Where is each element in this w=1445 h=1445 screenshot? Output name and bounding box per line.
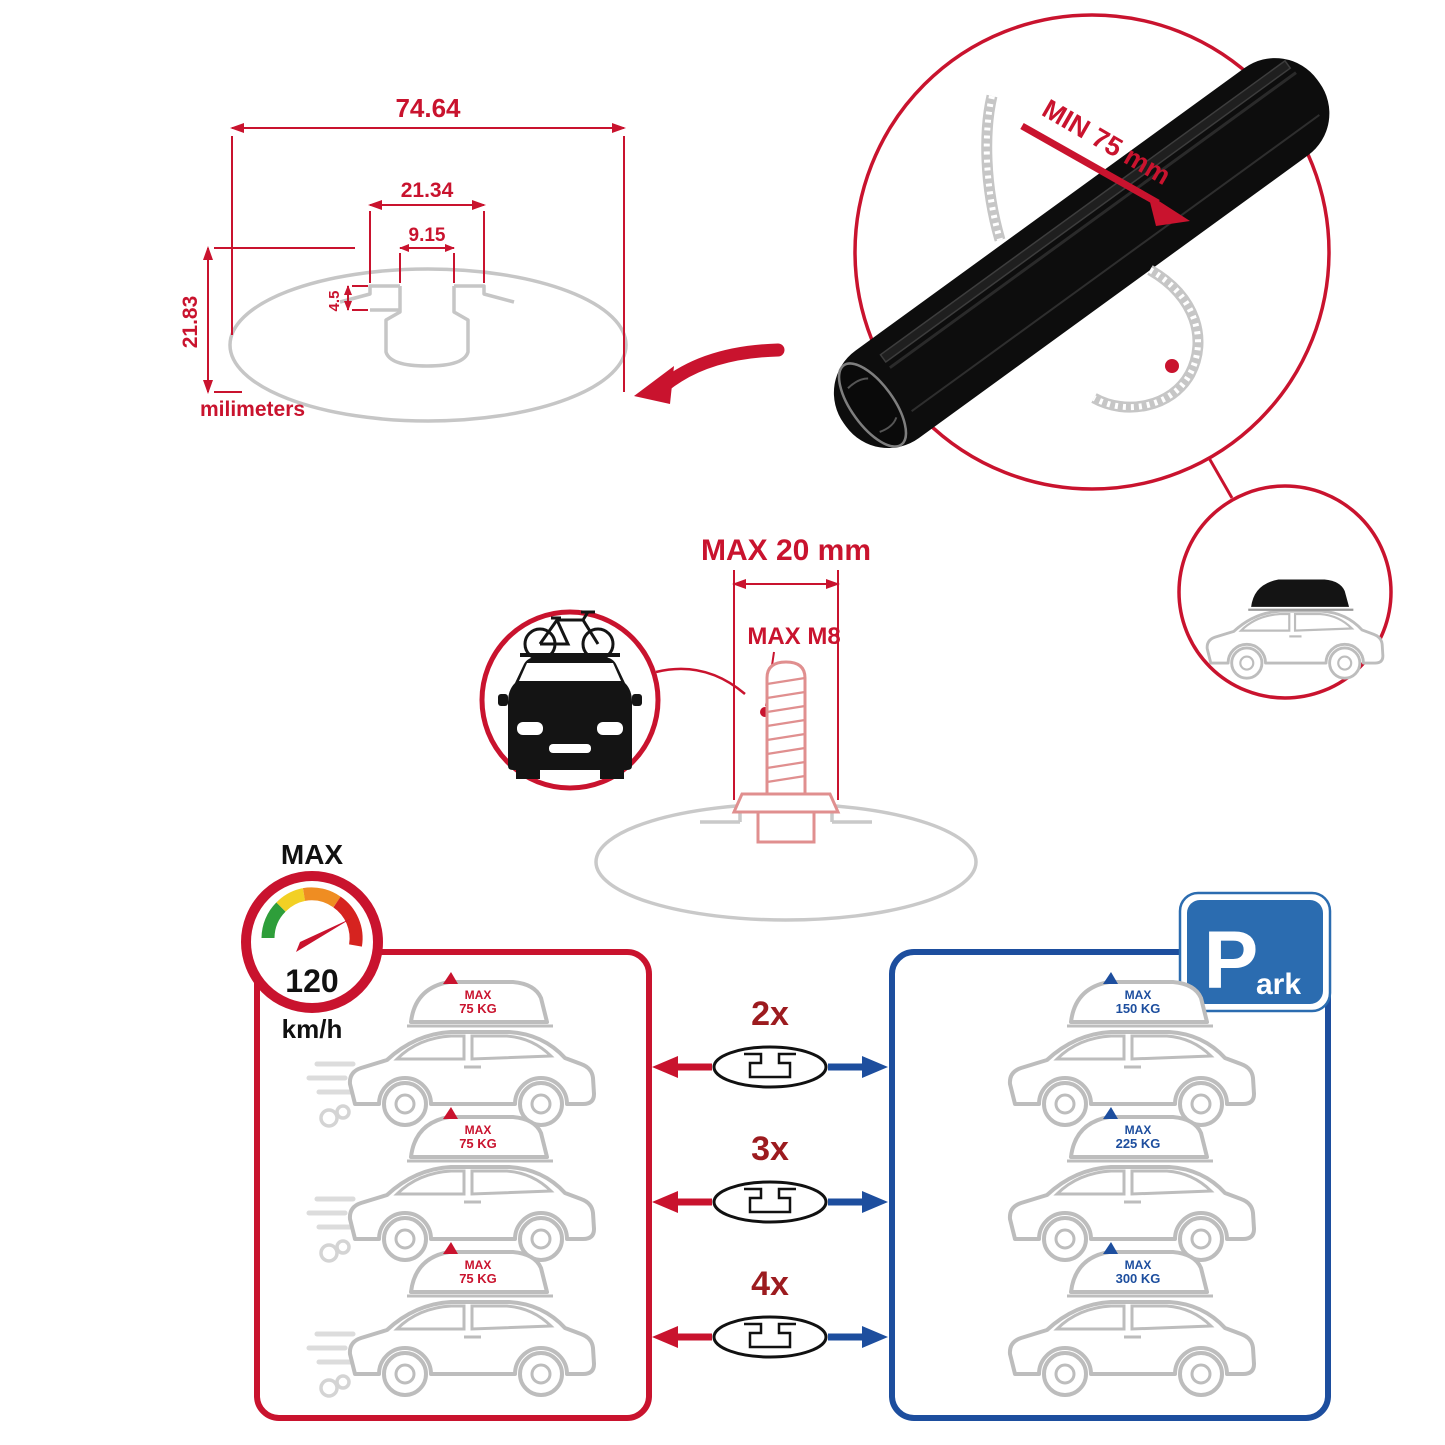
- bar-section-icon: [712, 1315, 828, 1359]
- t-bolt-icon: [731, 660, 841, 844]
- parking-sign: P ark: [1178, 891, 1332, 1013]
- bike-car-circle: [479, 609, 746, 791]
- min-span-arrow: [1020, 122, 1190, 226]
- speed-limit-gauge: MAX 120 km/h: [241, 839, 383, 1044]
- suv-with-roof-box-icon: [1205, 579, 1385, 680]
- dim-channel-outer: 21.34: [401, 179, 454, 202]
- moving-bag-kg: 75 KG: [459, 1001, 497, 1016]
- moving-bag-max: MAX: [465, 1258, 492, 1272]
- dim-width-total: 74.64: [395, 93, 461, 123]
- suv-roofbox-circle: [1177, 484, 1393, 700]
- dim-channel-inner: 9.15: [409, 225, 446, 246]
- row-multiplier: 4x: [751, 1265, 789, 1303]
- moving-bag-kg: 75 KG: [459, 1271, 497, 1286]
- parked-bag-kg: 300 KG: [1116, 1271, 1161, 1286]
- moving-bag-max: MAX: [465, 1123, 492, 1137]
- bar-section-icon: [712, 1180, 828, 1224]
- parking-letter: P: [1204, 915, 1259, 1006]
- speed-max-label: MAX: [281, 839, 344, 870]
- clamp-rod-left: [981, 94, 1006, 242]
- circle-callout-line: [655, 667, 746, 695]
- t-slot-profile: [339, 284, 515, 368]
- bolt-max-length-label: MAX 20 mm: [701, 534, 871, 567]
- units-label: milimeters: [200, 398, 305, 421]
- right-arrow-icon: [862, 1191, 888, 1213]
- left-arrow-icon: [652, 1326, 678, 1348]
- crossbar-3d: [833, 58, 1330, 449]
- right-arrow-icon: [862, 1326, 888, 1348]
- crossbar-detail-circle: MIN 75 mm: [833, 13, 1393, 700]
- row-multiplier: 2x: [751, 995, 789, 1033]
- speed-value: 120: [285, 963, 338, 999]
- moving-bag-max: MAX: [465, 988, 492, 1002]
- bar-section-icon: [712, 1045, 828, 1089]
- bolt-max-thread-label: MAX M8: [747, 623, 840, 650]
- left-arrow-icon: [652, 1056, 678, 1078]
- parked-bag-max: MAX: [1125, 1123, 1152, 1137]
- bar-cross-section-ellipse: [228, 267, 628, 423]
- dim-channel-depth: 4.5: [326, 291, 343, 312]
- pointer-arrow-to-diagram: [634, 343, 785, 404]
- dimension-lines: [203, 123, 626, 394]
- gauge-needle: [296, 918, 352, 952]
- row-multiplier: 3x: [751, 1130, 789, 1168]
- right-arrow-icon: [862, 1056, 888, 1078]
- capacity-row-connectors: 2x 3x 4x: [652, 995, 888, 1359]
- parking-rest: ark: [1256, 968, 1301, 1001]
- speed-units: km/h: [282, 1014, 343, 1044]
- clamp-point-dot: [1165, 359, 1179, 373]
- parked-bag-max: MAX: [1125, 988, 1152, 1002]
- cross-section-dimension-diagram: 74.64 21.34 9.15 4.5 21.83 milimeters: [179, 93, 785, 423]
- moving-bag-kg: 75 KG: [459, 1136, 497, 1151]
- parked-bag-kg: 150 KG: [1116, 1001, 1161, 1016]
- left-arrow-icon: [652, 1191, 678, 1213]
- bolt-spec-diagram: MAX 20 mm MAX M8: [479, 534, 978, 922]
- circle-connector-line: [1207, 457, 1234, 499]
- parked-bag-max: MAX: [1125, 1258, 1152, 1272]
- car-front-icon: [498, 653, 642, 779]
- parked-bag-kg: 225 KG: [1116, 1136, 1161, 1151]
- gauge-arc: [261, 887, 363, 947]
- roof-box-icon: [1251, 579, 1350, 607]
- clamp-rod-right: [1091, 265, 1204, 413]
- dim-height-total: 21.83: [179, 296, 202, 349]
